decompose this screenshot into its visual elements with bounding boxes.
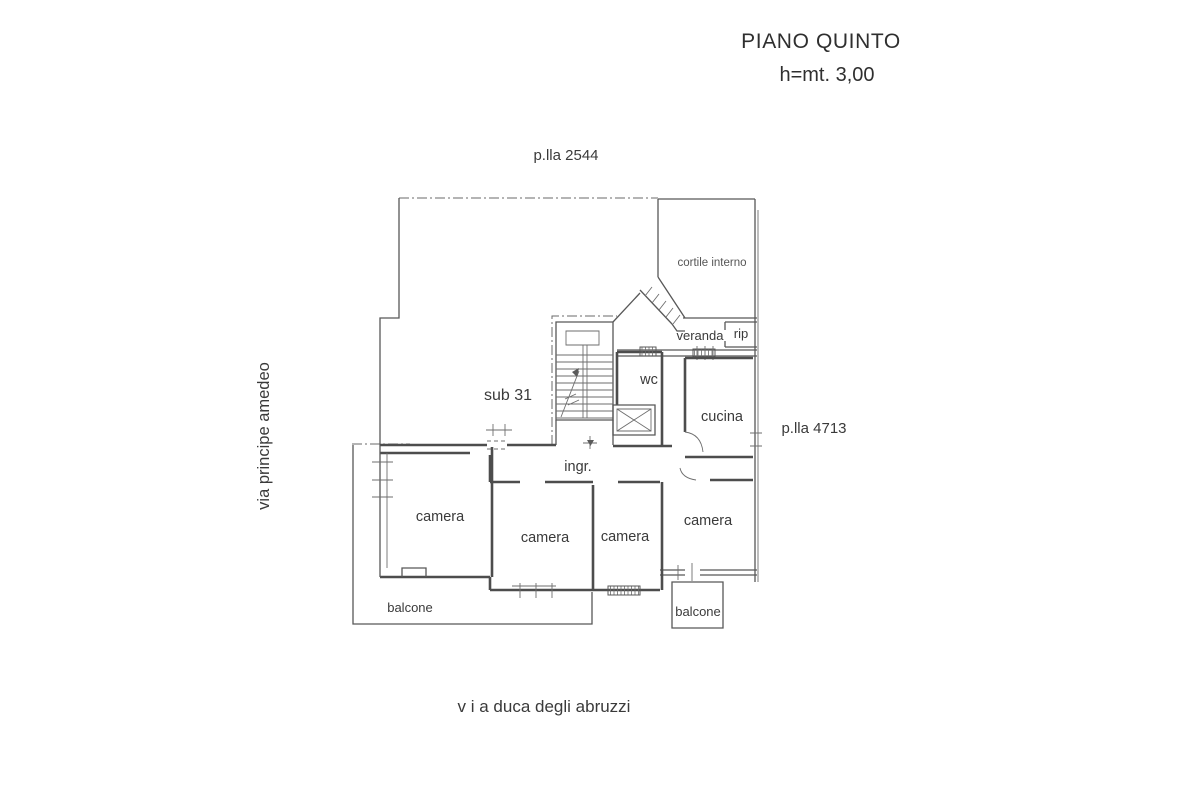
label-veranda: veranda	[677, 328, 725, 343]
parcel-label-top: p.lla 2544	[533, 147, 598, 164]
external-steps	[612, 286, 685, 332]
entry-door-symbol	[587, 440, 594, 446]
label-camera-1: camera	[416, 509, 465, 525]
wc-walls	[615, 346, 664, 445]
label-ingresso: ingr.	[564, 459, 591, 475]
cucina-walls	[683, 356, 762, 459]
label-camera-3: camera	[601, 529, 650, 545]
label-cucina: cucina	[701, 409, 744, 425]
label-rip: rip	[734, 326, 748, 341]
street-label-bottom: v i a duca degli abruzzi	[458, 697, 631, 716]
bedroom-walls	[372, 445, 664, 598]
label-wc: wc	[639, 372, 658, 388]
camera3-window	[607, 585, 641, 596]
label-sub31: sub 31	[484, 387, 532, 404]
label-camera-4: camera	[684, 513, 733, 529]
plan-height-note: h=mt. 3,00	[779, 64, 874, 86]
balcony-walls	[352, 445, 724, 629]
corridor-walls	[380, 440, 753, 484]
parcel-boundary-lines	[352, 197, 658, 445]
plan-labels: PIANO QUINTO h=mt. 3,00 p.lla 2544 p.lla…	[255, 30, 901, 716]
staircase	[486, 321, 614, 449]
wc-vent-window	[639, 346, 657, 357]
street-label-left: via principe amedeo	[255, 362, 273, 510]
elevator	[612, 404, 656, 436]
label-cortile: cortile interno	[677, 257, 746, 269]
parcel-label-right: p.lla 4713	[781, 420, 846, 437]
plan-title: PIANO QUINTO	[741, 30, 901, 53]
outer-walls	[379, 198, 759, 582]
label-balcone-right: balcone	[675, 604, 721, 619]
veranda-window	[692, 348, 716, 358]
label-balcone-left: balcone	[387, 600, 433, 615]
label-camera-2: camera	[521, 530, 570, 546]
stair-direction-arrow	[572, 368, 579, 377]
